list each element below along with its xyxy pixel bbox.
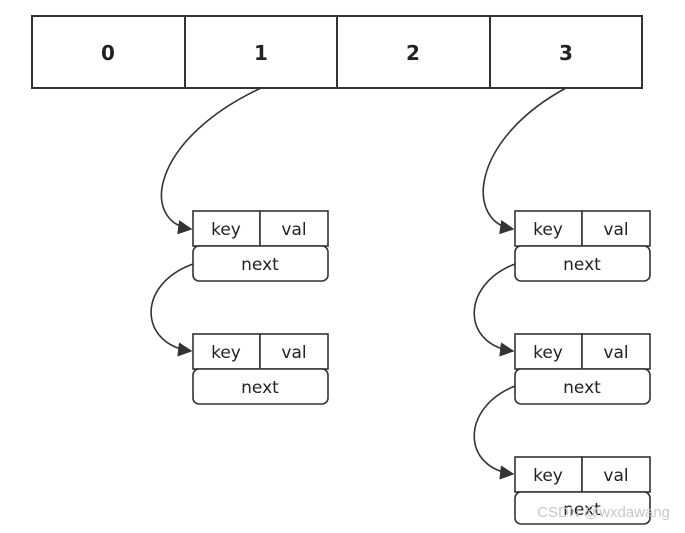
watermark: CSDN @wxdawang — [537, 504, 670, 521]
next-cell — [192, 368, 329, 405]
val-cell — [581, 456, 651, 493]
val-cell — [259, 333, 329, 370]
val-cell — [581, 210, 651, 247]
key-label: key — [533, 220, 563, 240]
pointer-arrow — [482, 87, 567, 235]
list-node: key val next — [192, 333, 329, 405]
next-cell — [192, 245, 329, 282]
next-label: next — [563, 378, 601, 398]
next-label: next — [563, 500, 601, 520]
list-node: key val next — [514, 456, 651, 525]
pointer-arrow — [473, 385, 516, 480]
chain-bucket-1: key val next key val next — [150, 87, 329, 405]
bucket-index-2: 2 — [406, 41, 420, 65]
list-node: key val next — [192, 210, 329, 282]
next-label: next — [241, 255, 279, 275]
list-node: key val next — [514, 210, 651, 282]
val-cell — [259, 210, 329, 247]
val-label: val — [281, 343, 306, 363]
bucket-index-1: 1 — [254, 41, 268, 65]
pointer-arrow — [150, 263, 194, 357]
bucket-array: 0 1 2 3 — [31, 15, 643, 89]
next-cell — [514, 491, 651, 525]
key-label: key — [211, 343, 241, 363]
val-label: val — [603, 466, 628, 486]
pointer-arrow — [473, 263, 516, 357]
list-node: key val next — [514, 333, 651, 405]
next-label: next — [241, 378, 279, 398]
bucket-index-3: 3 — [559, 41, 573, 65]
next-cell — [514, 245, 651, 282]
val-label: val — [603, 220, 628, 240]
bucket-index-0: 0 — [101, 41, 115, 65]
val-label: val — [603, 343, 628, 363]
key-cell — [192, 210, 261, 247]
val-cell — [581, 333, 651, 370]
chain-bucket-3: key val next key val next key val next — [473, 87, 651, 525]
key-label: key — [533, 343, 563, 363]
next-label: next — [563, 255, 601, 275]
key-label: key — [533, 466, 563, 486]
key-label: key — [211, 220, 241, 240]
pointer-arrow — [160, 87, 262, 235]
val-label: val — [281, 220, 306, 240]
